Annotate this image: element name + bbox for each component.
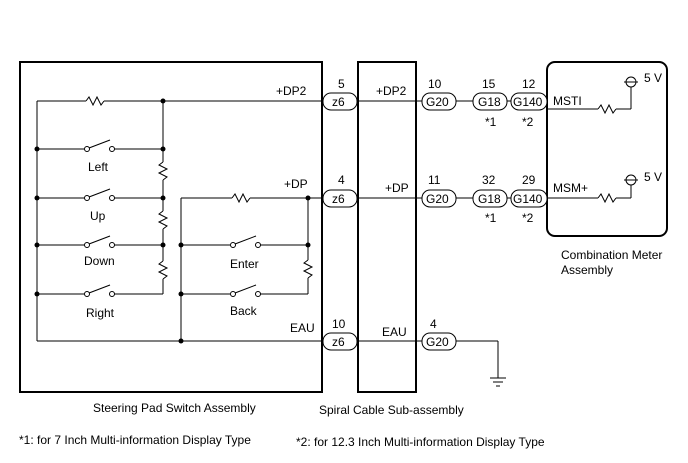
switch-contact <box>109 291 115 297</box>
switch-label-left: Left <box>88 160 109 174</box>
supply-label-2: 5 V <box>644 170 662 184</box>
resistor-ladder-2 <box>157 210 169 230</box>
switch-label-right: Right <box>86 306 115 320</box>
pin-z6-row2: 4 <box>338 173 345 187</box>
signal-label-dp2: +DP2 <box>276 84 307 98</box>
pin-g140-row1: 12 <box>522 77 536 91</box>
switch-enter-blade <box>234 235 257 245</box>
junction-dot <box>34 146 40 152</box>
switch-right-blade <box>88 284 111 294</box>
pin-g20-row2: 11 <box>428 173 441 187</box>
signal-label-dp2-spiral: +DP2 <box>376 84 407 98</box>
note-mark-row2-2: *2 <box>522 211 534 225</box>
spiral-cable-box <box>357 61 417 393</box>
caption-steering-pad: Steering Pad Switch Assembly <box>93 401 256 415</box>
signal-label-msm: MSM+ <box>553 181 588 195</box>
resistor-ladder-3 <box>157 260 169 280</box>
switch-contact <box>84 291 90 297</box>
pin-g18-row2: 32 <box>482 173 496 187</box>
junction-dot <box>178 338 184 344</box>
note-mark-row1-1: *1 <box>485 115 497 129</box>
resistor-msti <box>597 103 617 115</box>
junction-dot <box>34 195 40 201</box>
pin-z6-row1: 5 <box>338 77 345 91</box>
caption-combination-meter-line1: Combination Meter <box>561 248 662 262</box>
switch-contact <box>84 242 90 248</box>
switch-label-up: Up <box>90 209 106 223</box>
junction-dot <box>160 146 166 152</box>
switch-label-enter: Enter <box>230 257 259 271</box>
note-mark-row1-2: *2 <box>522 115 534 129</box>
signal-label-dp: +DP <box>284 177 308 191</box>
junction-dot <box>178 291 184 297</box>
junction-dot <box>34 242 40 248</box>
connector-label-g20-row3: G20 <box>426 335 449 349</box>
switch-contact <box>230 291 236 297</box>
connector-label-g18-row1: G18 <box>478 95 501 109</box>
junction-dot <box>305 242 311 248</box>
junction-dot <box>160 242 166 248</box>
connector-label-g20-row2: G20 <box>426 192 449 206</box>
connector-label-z6-row3: z6 <box>332 335 345 349</box>
connector-g140-row1 <box>510 92 548 111</box>
pin-z6-row3: 10 <box>332 317 346 331</box>
caption-combination-meter-line2: Assembly <box>561 263 613 277</box>
resistor-dp-vertical <box>302 259 314 279</box>
connector-label-g140-row2: G140 <box>513 192 543 206</box>
connector-z6-row3 <box>322 332 358 351</box>
switch-contact <box>84 195 90 201</box>
junction-dot <box>160 195 166 201</box>
switch-back-blade <box>234 284 257 294</box>
resistor-ladder-1 <box>157 161 169 181</box>
steering-pad-switch-assembly-box <box>19 61 323 393</box>
connector-label-g20-row1: G20 <box>426 95 449 109</box>
junction-dot <box>34 291 40 297</box>
footnote-2: *2: for 12.3 Inch Multi-information Disp… <box>296 435 545 449</box>
connector-label-g18-row2: G18 <box>478 192 501 206</box>
caption-spiral-cable: Spiral Cable Sub-assembly <box>319 403 464 417</box>
switch-contact <box>109 242 115 248</box>
switch-contact <box>109 195 115 201</box>
resistor-msm <box>597 192 617 204</box>
switch-contact <box>230 242 236 248</box>
switch-up-blade <box>88 188 111 198</box>
combination-meter-box <box>546 61 668 237</box>
switch-contact <box>255 291 261 297</box>
signal-label-eau-spiral: EAU <box>382 325 407 339</box>
signal-label-eau: EAU <box>290 321 315 335</box>
note-mark-row2-1: *1 <box>485 211 497 225</box>
switch-label-down: Down <box>84 254 115 268</box>
switch-left-blade <box>88 139 111 149</box>
switch-contact <box>84 146 90 152</box>
pin-g20-row1: 10 <box>428 77 442 91</box>
switch-down-blade <box>88 235 111 245</box>
connector-label-z6-row2: z6 <box>332 192 345 206</box>
resistor-dp <box>231 192 251 204</box>
junction-dot <box>178 242 184 248</box>
pin-g20-row3: 4 <box>430 317 437 331</box>
connector-z6-row2 <box>322 189 358 208</box>
signal-label-msti: MSTI <box>553 94 582 108</box>
signal-label-dp-spiral: +DP <box>385 181 409 195</box>
connector-label-g140-row1: G140 <box>513 95 543 109</box>
switch-contact <box>109 146 115 152</box>
supply-label-1: 5 V <box>644 71 662 85</box>
pin-g18-row1: 15 <box>482 77 496 91</box>
switch-contact <box>255 242 261 248</box>
footnote-1: *1: for 7 Inch Multi-information Display… <box>19 433 251 447</box>
pin-g140-row2: 29 <box>522 173 536 187</box>
connector-label-z6-row1: z6 <box>332 95 345 109</box>
switch-label-back: Back <box>230 304 258 318</box>
resistor-top <box>85 95 105 107</box>
connector-z6-row1 <box>322 92 358 111</box>
